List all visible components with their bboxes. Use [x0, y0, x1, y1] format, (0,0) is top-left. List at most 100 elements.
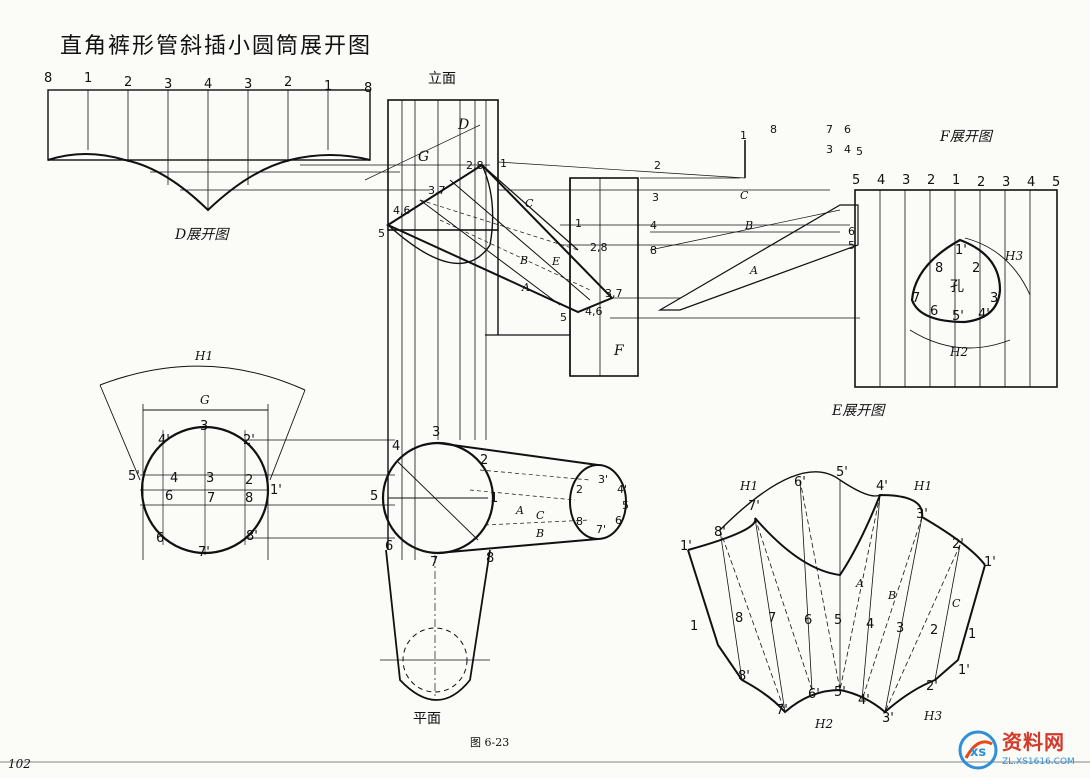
fan-label: 7: [768, 611, 777, 626]
circle-label: 4: [170, 471, 179, 486]
fan-label: 7': [748, 499, 760, 514]
fan-label: 2': [952, 537, 964, 552]
label-h1-left: H1: [195, 349, 214, 363]
front-label: 6: [848, 225, 855, 238]
strip-label: 2: [124, 75, 133, 90]
circle-label: 2: [245, 473, 254, 488]
letter-c-e: C: [740, 189, 749, 202]
strip-label: 2: [284, 75, 293, 90]
small-circle-label: 5: [622, 499, 629, 512]
front-label: 4: [844, 143, 851, 156]
watermark-text: 资料网: [1002, 730, 1065, 754]
hole-label: 1': [955, 243, 967, 258]
xs-logo-icon: xs: [958, 730, 998, 770]
letter-f: F: [614, 343, 624, 359]
front-label: 8: [770, 123, 777, 136]
letter-a-front: A: [522, 281, 530, 294]
small-circle-label: 6': [615, 514, 626, 527]
hole-label: 5': [952, 309, 964, 324]
circle-label: 8: [245, 491, 254, 506]
front-label: 4,6: [393, 204, 411, 217]
plan-label: 8: [486, 551, 495, 566]
front-label: 8: [650, 244, 657, 257]
hole-label: 4': [978, 307, 990, 322]
circle-label: 4': [158, 433, 170, 448]
label-h1-fan-left: H1: [740, 479, 759, 493]
front-label: 2,8: [590, 241, 608, 254]
front-label: 6: [844, 123, 851, 136]
strip-label: 5: [1052, 175, 1061, 190]
strip-label: 1: [952, 173, 961, 188]
small-circle-label: 8: [576, 515, 583, 528]
fan-label: 8': [738, 669, 750, 684]
strip-label: 4: [1027, 175, 1036, 190]
fan-development: [687, 471, 986, 714]
circle-label: 6: [165, 489, 174, 504]
circle-label: 7: [207, 491, 216, 506]
fan-label: 6': [794, 475, 806, 490]
letter-b-fan: B: [888, 589, 897, 602]
strip-label: 8: [44, 71, 53, 86]
circle-label: 5': [128, 469, 140, 484]
small-circle-label: 2: [576, 483, 583, 496]
fan-label: 6: [804, 613, 813, 628]
label-h2-hole: H2: [950, 345, 969, 359]
strip-label: 4: [877, 173, 886, 188]
fan-label: 1: [690, 619, 699, 634]
letter-c-front: C: [525, 197, 534, 210]
hole-label: 2: [972, 261, 981, 276]
plan-label: 1: [490, 491, 499, 506]
plan-label: 7: [430, 555, 439, 570]
strip-label: 4: [204, 77, 213, 92]
label-h1-fan-right: H1: [914, 479, 933, 493]
strip-label: 3: [164, 77, 173, 92]
strip-label: 1: [324, 79, 333, 94]
letter-c-plan: C: [536, 509, 545, 522]
letter-b-plan: B: [536, 527, 545, 540]
e-development-caption: E展开图: [832, 403, 885, 419]
e-development: [497, 140, 1058, 388]
letter-g-front: G: [418, 149, 430, 165]
fan-label: 6': [808, 687, 820, 702]
strip-label: 3: [902, 173, 911, 188]
front-label: 2: [654, 159, 661, 172]
circle-label: 1': [270, 483, 282, 498]
watermark-url: ZL.XS1616.COM: [1002, 757, 1075, 767]
fan-label: 4': [876, 479, 888, 494]
letter-b-e: B: [745, 219, 754, 232]
letter-a-fan: A: [856, 577, 864, 590]
plan-label: 6: [385, 539, 394, 554]
front-label: 2,8: [466, 159, 484, 172]
fan-label: 3': [882, 711, 894, 726]
fan-label: 2': [926, 679, 938, 694]
svg-text:xs: xs: [970, 745, 986, 760]
front-label: 5: [856, 145, 863, 158]
f-development-caption: F展开图: [940, 129, 992, 145]
small-circle-label: 7': [596, 523, 607, 536]
drawing-title: 直角裤形管斜插小圆筒展开图: [60, 34, 373, 59]
circle-label: 8': [246, 529, 258, 544]
strip-label: 3: [1002, 175, 1011, 190]
hole-label: 8: [935, 261, 944, 276]
circle-label: 6: [156, 531, 165, 546]
fan-label: 2: [930, 623, 939, 638]
circle-label: 3: [200, 419, 209, 434]
fan-label: 1': [680, 539, 692, 554]
front-label: 5: [560, 311, 567, 324]
figure-number: 图 6-23: [470, 736, 510, 749]
fan-label: 1': [984, 555, 996, 570]
front-label: 4: [650, 219, 657, 232]
strip-label: 8: [364, 81, 373, 96]
circle-label: 3: [206, 471, 215, 486]
strip-label: 3: [244, 77, 253, 92]
plan-label: 4: [392, 439, 401, 454]
fan-label: 8': [714, 525, 726, 540]
hole-label: 7: [912, 291, 921, 306]
plan-label: 3: [432, 425, 441, 440]
hole-label: 3: [990, 291, 999, 306]
letter-a-e: A: [750, 264, 758, 277]
fan-label: 8: [735, 611, 744, 626]
fan-label: 5': [836, 465, 848, 480]
